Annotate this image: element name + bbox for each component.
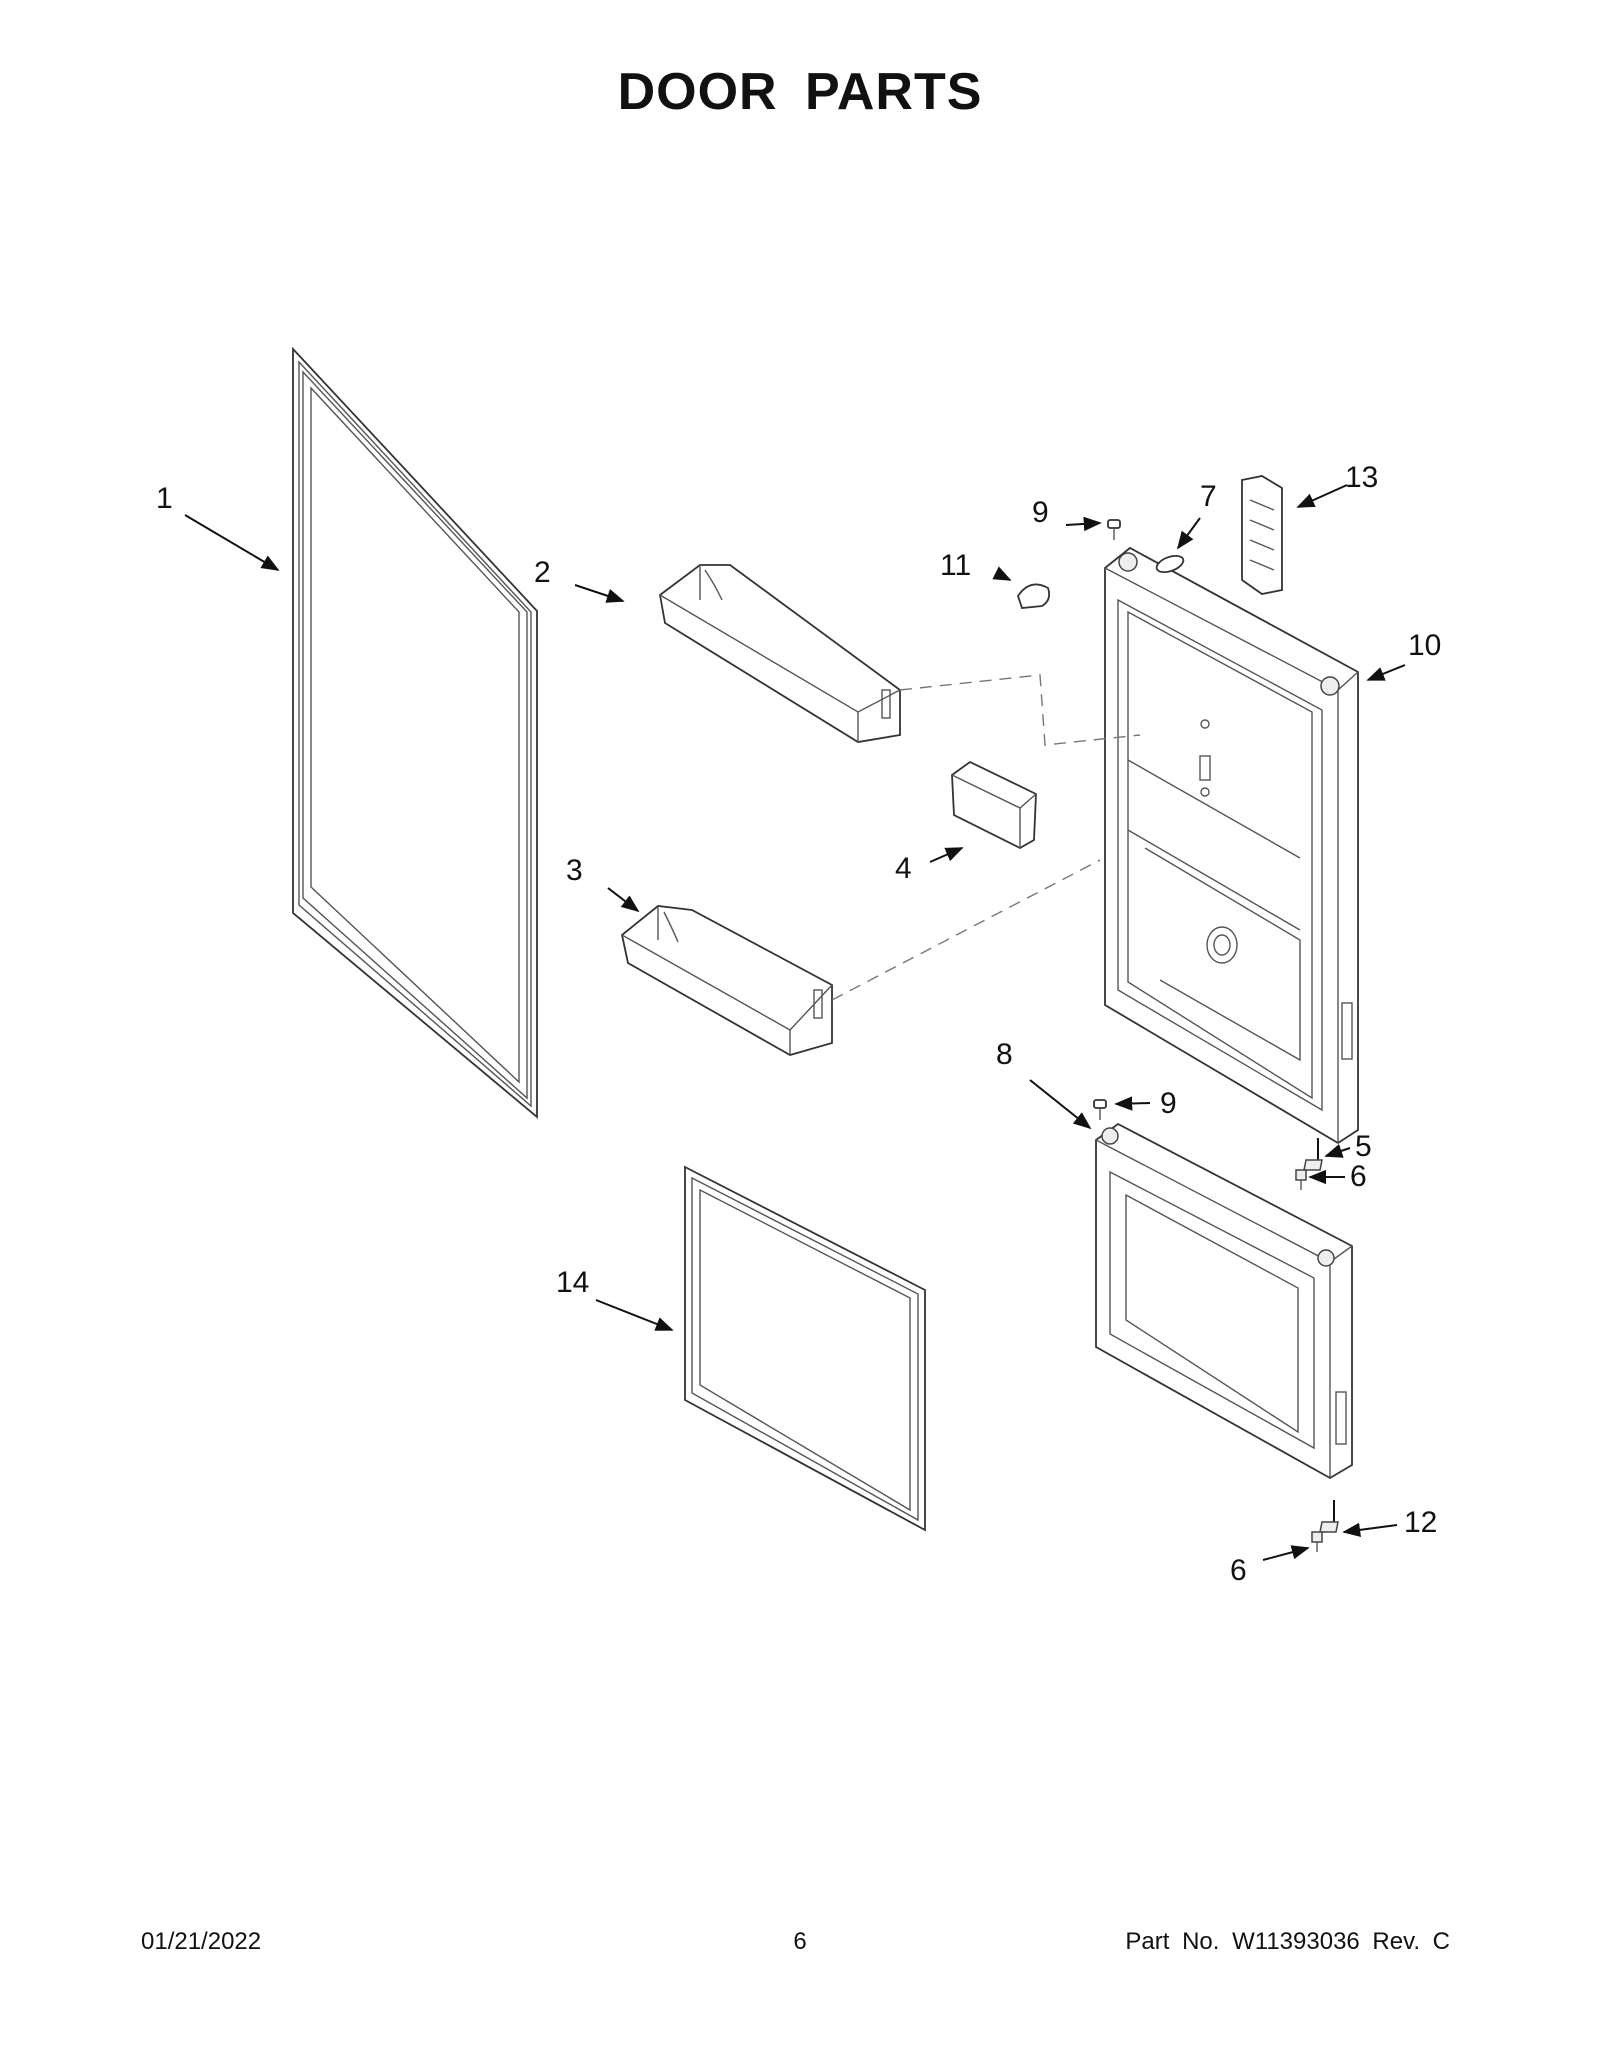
hinge-plug-upper: [1107, 519, 1121, 540]
freezer-door: [1095, 1122, 1353, 1480]
callout-13: 13: [1345, 461, 1378, 494]
door-gasket-large: [292, 346, 538, 1119]
leader-arrows: [184, 484, 1406, 1561]
page-title: DOOR PARTS: [617, 63, 983, 121]
callout-3: 3: [566, 854, 583, 887]
hinge-screw-bottom: [1311, 1531, 1323, 1552]
callout-2: 2: [534, 556, 551, 589]
freezer-door-gasket: [684, 1165, 926, 1532]
footer-part-number: Part No. W11393036 Rev. C: [1125, 1928, 1450, 1955]
callout-9-lower: 9: [1160, 1087, 1177, 1120]
callout-9-upper: 9: [1032, 496, 1049, 529]
door-bin-upper: [659, 564, 901, 743]
assembly-lines: [831, 674, 1141, 1001]
callout-8: 8: [996, 1038, 1013, 1071]
callout-5: 5: [1355, 1130, 1372, 1163]
callout-14: 14: [556, 1266, 589, 1299]
callout-7: 7: [1200, 480, 1217, 513]
callout-11: 11: [940, 549, 971, 582]
hinge-cover: [1241, 475, 1283, 595]
fresh-food-door: [1104, 546, 1359, 1145]
callout-4: 4: [895, 852, 912, 885]
callout-12: 12: [1404, 1506, 1437, 1539]
door-bin-lower: [621, 905, 833, 1056]
hinge-plug-lower: [1093, 1099, 1107, 1120]
hinge-screw-middle: [1295, 1169, 1307, 1190]
hinge-cap: [1017, 583, 1051, 609]
hinge-pin-bottom: [1319, 1500, 1339, 1533]
small-bin: [951, 760, 1037, 850]
washer-ring: [1155, 554, 1185, 574]
callout-6-middle: 6: [1350, 1160, 1367, 1193]
hinge-pin-middle: [1303, 1138, 1323, 1171]
footer-date: 01/21/2022: [141, 1928, 262, 1955]
callout-6-bottom: 6: [1230, 1554, 1247, 1587]
callout-10: 10: [1408, 629, 1441, 662]
footer-page-number: 6: [793, 1928, 807, 1955]
callout-1: 1: [156, 482, 173, 515]
